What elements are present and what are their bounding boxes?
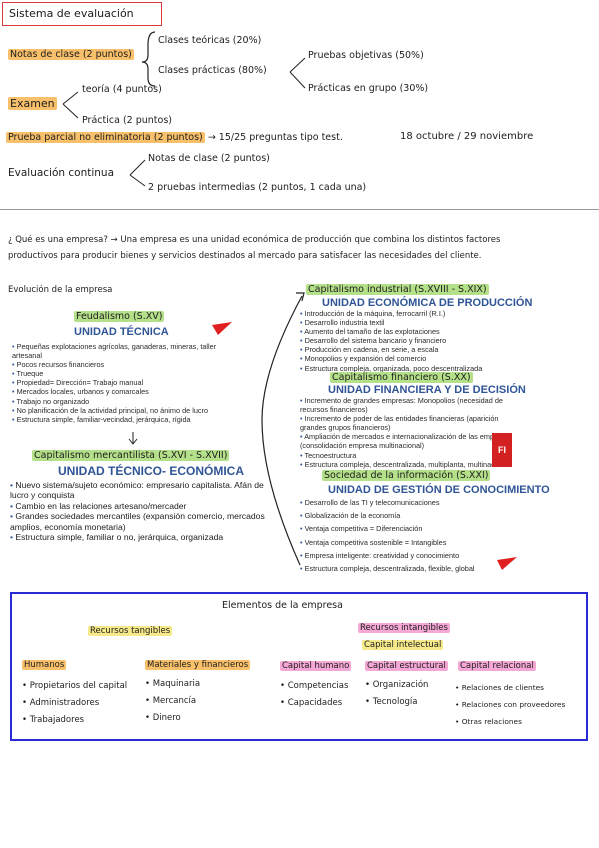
clases-teoricas: Clases teóricas (20%) — [158, 35, 262, 46]
empresa-definition-1: ¿ Qué es una empresa? → Una empresa es u… — [8, 235, 501, 245]
industrial-heading: Capitalismo industrial (S.XVIII - S.XIX) — [306, 284, 489, 295]
teoria: teoría (4 puntos) — [82, 84, 162, 95]
list-item: Estructura compleja, descentralizada, mu… — [300, 460, 512, 469]
list-item: • Otras relaciones — [455, 717, 522, 726]
cap-estructural-heading: Capital estructural — [365, 661, 448, 671]
mercantilista-heading: Capitalismo mercantilista (S.XVI - S.XVI… — [32, 450, 230, 461]
list-item: No planificación de la actividad princip… — [12, 406, 237, 415]
list-item: • Organización — [365, 680, 429, 690]
evolucion-heading: Evolución de la empresa — [8, 285, 113, 295]
list-item: Estructura compleja, descentralizada, fl… — [300, 562, 512, 575]
materiales-list: • Maquinaria • Mercancía • Dinero — [145, 676, 200, 727]
list-item: • Relaciones con proveedores — [455, 700, 566, 709]
list-item: Estructura compleja, organizada, poco de… — [300, 364, 515, 373]
feudalismo-list: Pequeñas explotaciones agrícolas, ganade… — [12, 342, 237, 424]
list-item: • Administradores — [22, 698, 100, 708]
practica: Práctica (2 puntos) — [82, 115, 172, 126]
list-item: Mercados locales, urbanos y comarcales — [12, 387, 237, 396]
list-item: Monopolios y expansión del comercio — [300, 354, 515, 363]
list-item: Estructura simple, familiar-vecindad, je… — [12, 415, 237, 424]
informacion-title: UNIDAD DE GESTIÓN DE CONOCIMIENTO — [328, 484, 550, 496]
cap-relacional-heading: Capital relacional — [458, 661, 536, 671]
list-item: Globalización de la economía — [300, 509, 512, 522]
fechas: 18 octubre / 29 noviembre — [400, 131, 534, 142]
humanos-heading: Humanos — [22, 660, 67, 670]
list-item: Estructura simple, familiar o no, jerárq… — [10, 532, 265, 542]
financiero-heading: Capitalismo financiero (S.XX) — [330, 372, 473, 383]
informacion-list: Desarrollo de las TI y telecomunicacione… — [300, 496, 512, 575]
mercantilista-title: UNIDAD TÉCNICO- ECONÓMICA — [58, 464, 244, 478]
list-item: Ampliación de mercados e internacionaliz… — [300, 432, 512, 450]
empresa-definition-2: productivos para producir bienes y servi… — [8, 251, 482, 261]
notas-clase: Notas de clase (2 puntos) — [8, 49, 134, 60]
tangibles-heading: Recursos tangibles — [88, 626, 173, 636]
examen: Examen — [8, 97, 57, 110]
list-item: Introducción de la máquina, ferrocarril … — [300, 309, 515, 318]
cap-estructural-list: • Organización • Tecnología — [365, 677, 428, 711]
cap-humano-list: • Competencias • Capacidades — [280, 678, 348, 712]
list-item: • Competencias — [280, 681, 349, 691]
humanos-list: • Propietarios del capital • Administrad… — [22, 678, 127, 729]
financiero-list: Incremento de grandes empresas: Monopoli… — [300, 396, 512, 469]
financiero-title: UNIDAD FINANCIERA Y DE DECISIÓN — [328, 384, 526, 396]
feudalismo-heading: Feudalismo (S.XV) — [74, 311, 165, 322]
list-item: Desarrollo industria textil — [300, 318, 515, 327]
list-item: Desarrollo del sistema bancario y financ… — [300, 336, 515, 345]
informacion-heading: Sociedad de la información (S.XXI) — [322, 470, 491, 481]
materiales-heading: Materiales y financieros — [145, 660, 251, 670]
elementos-title: Elementos de la empresa — [222, 600, 343, 611]
feudalismo-title: UNIDAD TÉCNICA — [74, 326, 169, 338]
evaluacion-continua: Evaluación continua — [8, 167, 115, 179]
list-item: • Relaciones de clientes — [455, 683, 545, 692]
list-item: Producción en cadena, en serie, a escala — [300, 345, 515, 354]
industrial-title: UNIDAD ECONÓMICA DE PRODUCCIÓN — [322, 297, 533, 309]
practicas-grupo: Prácticas en grupo (30%) — [308, 83, 429, 94]
list-item: Desarrollo de las TI y telecomunicacione… — [300, 496, 512, 509]
list-item: • Mercancía — [145, 696, 197, 706]
list-item: Nuevo sistema/sujeto económico: empresar… — [10, 480, 265, 501]
industrial-list: Introducción de la máquina, ferrocarril … — [300, 309, 515, 373]
list-item: Pequeñas explotaciones agrícolas, ganade… — [12, 342, 237, 360]
list-item: Incremento de poder de las entidades fin… — [300, 414, 512, 432]
prueba-parcial: Prueba parcial no eliminatoria (2 puntos… — [6, 132, 343, 143]
list-item: Grandes sociedades mercantiles (expansió… — [10, 511, 265, 532]
capital-intelectual-heading: Capital intelectual — [362, 640, 444, 650]
list-item: Trueque — [12, 369, 237, 378]
mercantilista-list: Nuevo sistema/sujeto económico: empresar… — [10, 480, 265, 542]
list-item: • Propietarios del capital — [22, 681, 128, 691]
list-item: • Maquinaria — [145, 679, 201, 689]
list-item: • Capacidades — [280, 698, 343, 708]
list-item: Ventaja competitiva sostenible = Intangi… — [300, 536, 512, 549]
list-item: Propiedad= Dirección= Trabajo manual — [12, 378, 237, 387]
fi-badge: FI — [492, 433, 512, 467]
list-item: Empresa inteligente: creatividad y conoc… — [300, 549, 512, 562]
cap-humano-heading: Capital humano — [280, 661, 352, 671]
ec-notas: Notas de clase (2 puntos) — [148, 153, 270, 164]
cap-relacional-list: • Relaciones de clientes • Relaciones co… — [455, 679, 565, 730]
title-box: Sistema de evaluación — [2, 2, 162, 26]
list-item: Trabajo no organizado — [12, 397, 237, 406]
clases-practicas: Clases prácticas (80%) — [158, 65, 267, 76]
list-item: • Trabajadores — [22, 715, 85, 725]
list-item: Incremento de grandes empresas: Monopoli… — [300, 396, 512, 414]
elementos-box — [10, 592, 588, 741]
intangibles-heading: Recursos intangibles — [358, 623, 450, 633]
list-item: • Tecnología — [365, 697, 418, 707]
page-title: Sistema de evaluación — [9, 7, 134, 20]
list-item: Pocos recursos financieros — [12, 360, 237, 369]
list-item: Tecnoestructura — [300, 451, 512, 460]
section-divider — [0, 209, 599, 210]
pruebas-objetivas: Pruebas objetivas (50%) — [308, 50, 424, 61]
list-item: Ventaja competitiva = Diferenciación — [300, 522, 512, 535]
list-item: Aumento del tamaño de las explotaciones — [300, 327, 515, 336]
list-item: • Dinero — [145, 713, 181, 723]
list-item: Cambio en las relaciones artesano/mercad… — [10, 501, 265, 511]
ec-pruebas: 2 pruebas intermedias (2 puntos, 1 cada … — [148, 182, 367, 193]
